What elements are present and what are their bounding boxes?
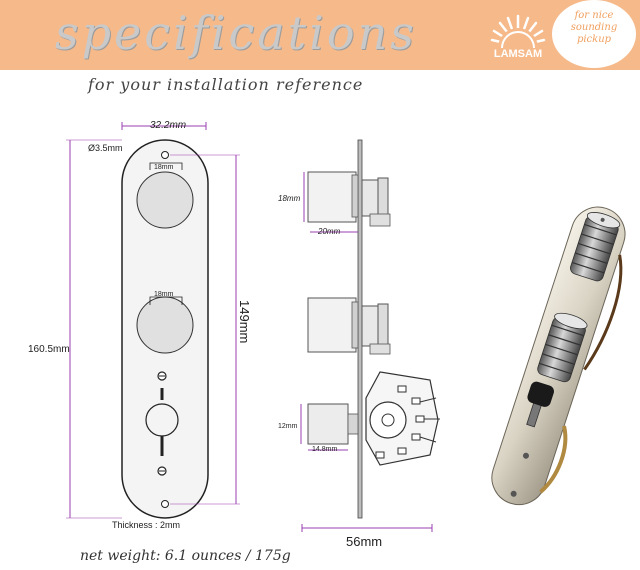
switch-body [307, 403, 349, 445]
pot-middle-shaft [361, 305, 379, 347]
front-view: 32.2mm Ø3.5mm 18mm 18mm 160.5mm 149mm Th… [28, 120, 252, 530]
badge-text: for nice sounding pickup [552, 10, 636, 46]
hole-label: Ø3.5mm [88, 143, 123, 153]
width-label: 32.2mm [150, 120, 186, 131]
badge: for nice sounding pickup [552, 0, 636, 68]
brand-name: LAMSAM [493, 48, 543, 60]
header-banner: specifications LAMSAM for nice sounding … [0, 0, 640, 70]
pot-top-shaft [361, 179, 379, 217]
switch-hole [145, 403, 179, 437]
badge-line-2: sounding [570, 22, 618, 33]
badge-line-1: for nice [574, 10, 614, 21]
photo-switch-tip [526, 381, 554, 428]
pot-height-label: 18mm [278, 194, 301, 203]
knob-middle-bracket [149, 296, 183, 305]
mounting-hole-top [161, 151, 169, 159]
knob-hole-top [136, 171, 194, 229]
knob-top-bracket [149, 162, 183, 170]
mounting-hole-bottom [161, 500, 169, 508]
subtitle: for your installation reference [88, 75, 364, 94]
height-outer-label: 160.5mm [28, 344, 70, 355]
knob-hole-middle [136, 296, 194, 354]
switch-height-label: 12mm [278, 423, 298, 430]
knob-middle-label: 18mm [154, 291, 174, 298]
badge-line-3: pickup [576, 34, 612, 45]
photo-knob-top [570, 212, 621, 282]
total-depth-label: 56mm [346, 534, 382, 549]
thickness-label: Thickness : 2mm [112, 520, 180, 530]
plate-edge [357, 139, 363, 519]
pot-middle-body [307, 297, 357, 353]
pot-top-body [307, 171, 357, 223]
photo-knob-middle [537, 312, 588, 383]
height-inner-label: 149mm [237, 300, 252, 343]
net-weight: net weight: 6.1 ounces / 175g [80, 548, 291, 564]
page-title: specifications [55, 6, 417, 60]
pot-depth-label: 20mm [317, 227, 341, 236]
switch-depth-label: 14.8mm [312, 446, 337, 453]
knob-top-label: 18mm [154, 164, 174, 171]
sunburst-icon [490, 14, 546, 49]
brand-logo: LAMSAM [488, 8, 548, 64]
side-view: 18mm 20mm 12mm 14.8mm 56mm [278, 139, 440, 549]
product-photo [491, 206, 626, 506]
